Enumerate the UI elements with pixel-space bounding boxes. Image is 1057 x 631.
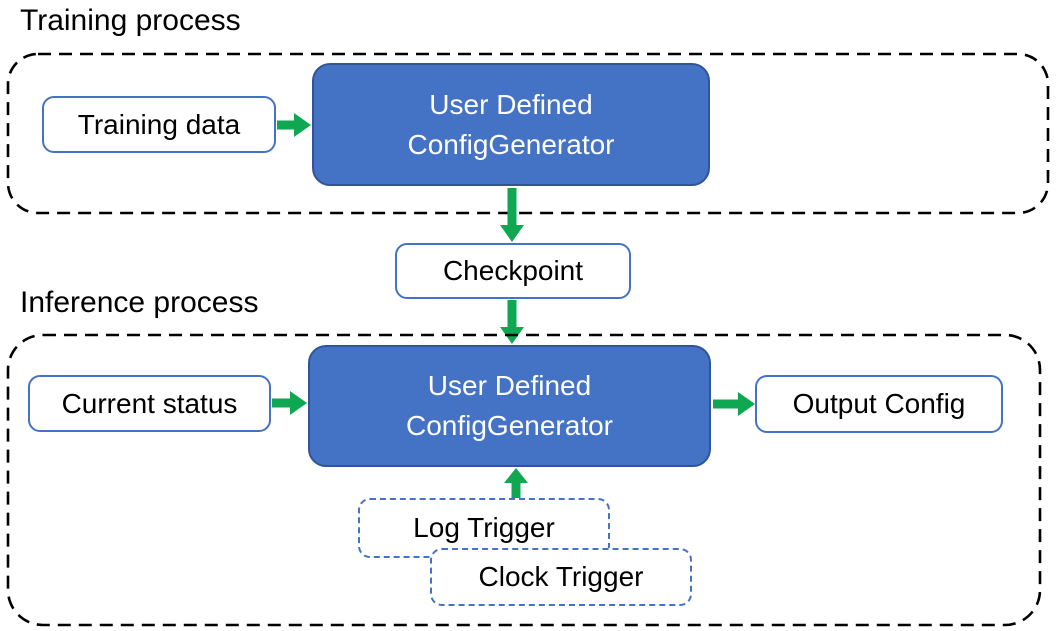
- inference-generator-box: User Defined ConfigGenerator: [308, 345, 711, 467]
- training-generator-box: User Defined ConfigGenerator: [312, 63, 710, 186]
- current-status-label: Current status: [61, 387, 238, 419]
- clock-trigger-box: Clock Trigger: [430, 548, 692, 606]
- checkpoint-box: Checkpoint: [395, 243, 631, 299]
- training-data-box: Training data: [42, 96, 276, 153]
- arrow-training-data-to-generator: [277, 113, 311, 137]
- arrow-head: [290, 391, 307, 415]
- arrow-shaft: [272, 398, 291, 408]
- arrow-shaft: [507, 188, 517, 226]
- clock-trigger-label: Clock Trigger: [478, 561, 644, 592]
- arrow-head: [500, 225, 524, 242]
- arrow-head: [504, 468, 528, 483]
- arrow-shaft: [277, 120, 295, 130]
- training-process-label: Training process: [20, 4, 241, 37]
- current-status-box: Current status: [28, 375, 271, 432]
- checkpoint-label: Checkpoint: [442, 255, 584, 286]
- output-config-label: Output Config: [792, 388, 966, 419]
- training-data-label: Training data: [77, 108, 241, 140]
- training-generator-line2: ConfigGenerator: [407, 128, 615, 160]
- arrow-shaft: [507, 300, 517, 328]
- arrow-current-status-to-generator: [272, 391, 307, 415]
- arrow-head: [294, 113, 311, 137]
- arrow-generator-to-checkpoint: [500, 188, 524, 242]
- inference-generator-line2: ConfigGenerator: [405, 410, 613, 441]
- log-trigger-label: Log Trigger: [413, 512, 555, 543]
- arrow-head: [738, 392, 755, 416]
- arrow-generator-to-output-config: [713, 392, 755, 416]
- arrow-shaft: [713, 399, 739, 409]
- inference-process-label: Inference process: [20, 286, 259, 319]
- log-trigger-box: Log Trigger: [358, 498, 610, 558]
- arrow-shaft: [511, 482, 521, 498]
- training-generator-line1: User Defined: [429, 88, 593, 120]
- arrow-triggers-to-generator: [504, 468, 528, 498]
- inference-generator-line1: User Defined: [427, 370, 592, 401]
- output-config-box: Output Config: [755, 375, 1003, 433]
- training-process-container: [6, 52, 1050, 215]
- inference-process-container: [6, 333, 1042, 627]
